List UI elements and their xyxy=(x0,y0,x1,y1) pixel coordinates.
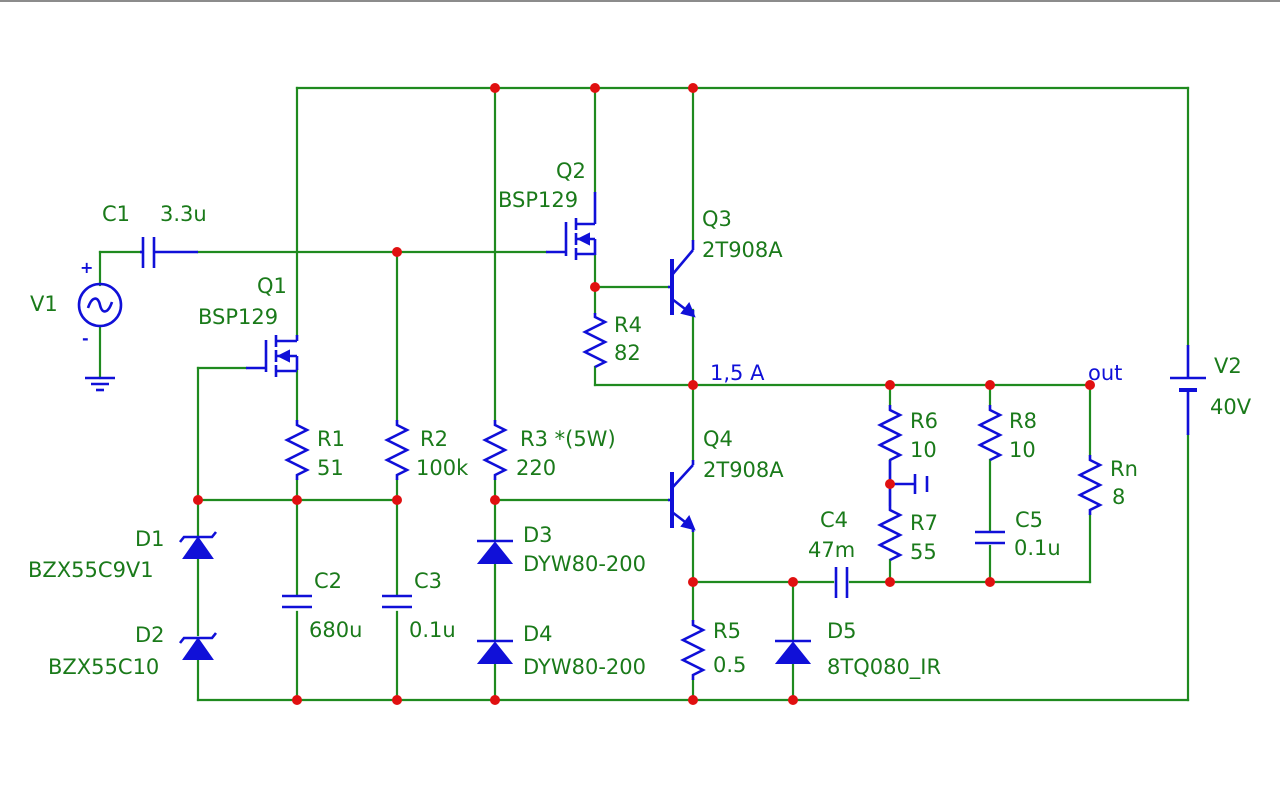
r3-value: 220 xyxy=(516,456,556,480)
diode-d5[interactable] xyxy=(774,639,812,664)
c4-name: C4 xyxy=(820,508,848,532)
zener-d2[interactable] xyxy=(178,632,218,660)
r7-value: 55 xyxy=(910,540,937,564)
q4-model: 2T908A xyxy=(703,458,784,482)
v2-dc-source[interactable] xyxy=(1170,345,1206,435)
q3-model: 2T908A xyxy=(702,238,783,262)
d1-model: BZX55C9V1 xyxy=(28,558,154,582)
capacitor-c2[interactable] xyxy=(282,594,312,609)
bjt-q4[interactable] xyxy=(668,460,696,532)
v1-ac-source[interactable] xyxy=(77,282,123,392)
bjt-q3[interactable] xyxy=(668,240,696,318)
mosfet-q2[interactable] xyxy=(546,192,597,260)
c5-value: 0.1u xyxy=(1014,536,1061,560)
v1-name: V1 xyxy=(30,292,58,316)
resistor-r8[interactable] xyxy=(977,405,1003,462)
r1-name: R1 xyxy=(317,427,345,451)
q3-name: Q3 xyxy=(702,207,732,231)
r4-name: R4 xyxy=(614,313,642,337)
r2-name: R2 xyxy=(420,427,448,451)
r4-value: 82 xyxy=(614,341,641,365)
rn-value: 8 xyxy=(1112,485,1125,509)
mosfet-q1[interactable] xyxy=(246,335,299,377)
zener-d1[interactable] xyxy=(178,531,218,559)
c2-value: 680u xyxy=(309,618,362,642)
rn-name: Rn xyxy=(1110,457,1138,481)
d4-name: D4 xyxy=(523,622,553,646)
diode-d4[interactable] xyxy=(476,639,514,664)
wires xyxy=(98,86,1190,702)
capacitor-c5[interactable] xyxy=(975,530,1005,545)
c4-value: 47m xyxy=(808,538,855,562)
d1-name: D1 xyxy=(135,527,165,551)
q4-name: Q4 xyxy=(703,427,733,451)
junction-dots xyxy=(193,83,1095,705)
c5-name: C5 xyxy=(1015,508,1043,532)
window-top-border xyxy=(0,0,1280,2)
q1-model: BSP129 xyxy=(198,305,278,329)
resistor-r4[interactable] xyxy=(582,313,608,369)
capacitor-c3[interactable] xyxy=(382,594,412,609)
resistor-rn[interactable] xyxy=(1077,455,1103,515)
d4-model: DYW80-200 xyxy=(523,655,646,679)
c1-value: 3.3u xyxy=(160,202,207,226)
c3-value: 0.1u xyxy=(409,618,456,642)
resistor-r1[interactable] xyxy=(284,420,310,480)
v2-value: 40V xyxy=(1210,395,1252,419)
c1-name: C1 xyxy=(102,202,130,226)
d3-model: DYW80-200 xyxy=(523,552,646,576)
resistor-r5[interactable] xyxy=(680,620,706,680)
r1-value: 51 xyxy=(317,456,344,480)
capacitor-c4[interactable] xyxy=(834,567,849,598)
r7-name: R7 xyxy=(910,511,938,535)
r5-value: 0.5 xyxy=(713,653,746,677)
r5-name: R5 xyxy=(713,619,741,643)
q1-name: Q1 xyxy=(257,274,287,298)
r8-value: 10 xyxy=(1009,438,1036,462)
d5-name: D5 xyxy=(827,619,857,643)
resistor-r6[interactable] xyxy=(877,405,903,462)
v2-name: V2 xyxy=(1214,354,1242,378)
c2-name: C2 xyxy=(314,569,342,593)
r2-value: 100k xyxy=(416,456,469,480)
diode-d3[interactable] xyxy=(476,539,514,564)
d2-model: BZX55C10 xyxy=(48,655,159,679)
r6-name: R6 xyxy=(910,409,938,433)
d3-name: D3 xyxy=(523,523,553,547)
q2-model: BSP129 xyxy=(498,188,578,212)
r3-name: R3 *(5W) xyxy=(520,427,616,451)
r6-value: 10 xyxy=(910,438,937,462)
q2-name: Q2 xyxy=(556,159,586,183)
d5-model: 8TQ080_IR xyxy=(827,655,941,680)
v1-minus-label: - xyxy=(82,329,89,348)
current-annotation: 1,5 A xyxy=(710,361,765,385)
c3-name: C3 xyxy=(414,569,442,593)
v1-plus-label: + xyxy=(80,258,93,277)
resistor-r3[interactable] xyxy=(482,420,508,480)
r8-name: R8 xyxy=(1009,409,1037,433)
resistor-r2[interactable] xyxy=(384,420,410,480)
capacitor-c1[interactable] xyxy=(140,237,198,268)
d2-name: D2 xyxy=(135,623,165,647)
output-label: out xyxy=(1088,361,1122,385)
